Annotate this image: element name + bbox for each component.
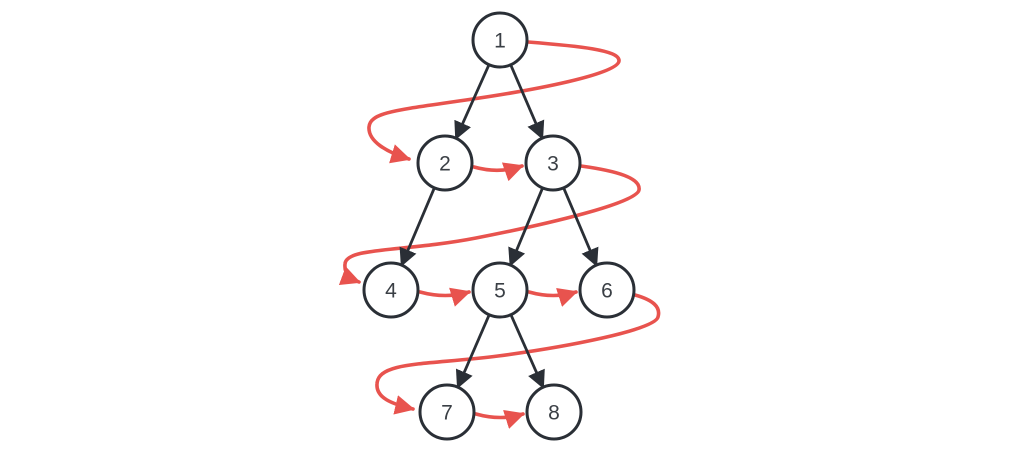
node-circle-6 [578, 261, 636, 319]
traversal-arrow-7-to-8 [474, 409, 525, 429]
tree-edge-3-to-5 [508, 187, 544, 267]
tree-node-6: 6 [578, 261, 636, 319]
node-label-6: 6 [601, 280, 613, 303]
tree-node-1: 1 [471, 11, 529, 69]
node-label-5: 5 [494, 280, 506, 303]
node-label-1: 1 [494, 30, 506, 53]
tree-edge-5-to-8 [509, 314, 545, 389]
traversal-arrow-6-to-7 [375, 293, 661, 415]
traversal-arrow-1-to-2 [367, 40, 621, 164]
node-label-8: 8 [548, 402, 560, 425]
node-circle-4 [362, 261, 420, 319]
tree-nodes: 1 2 3 4 5 6 7 [362, 11, 636, 441]
tree-edge-2-to-4 [399, 187, 436, 267]
traversal-arrow-4-to-5 [418, 287, 471, 307]
tree-node-2: 2 [416, 134, 474, 192]
node-circle-1 [471, 11, 529, 69]
node-circle-3 [524, 134, 582, 192]
traversal-path [338, 40, 661, 429]
tree-node-4: 4 [362, 261, 420, 319]
node-circle-5 [471, 261, 529, 319]
traversal-arrow-5-to-6 [527, 287, 578, 307]
tree-node-3: 3 [524, 134, 582, 192]
tree-edge-1-to-2 [454, 64, 491, 141]
node-circle-8 [525, 383, 583, 441]
tree-node-8: 8 [525, 383, 583, 441]
tree-edges [399, 64, 599, 389]
node-circle-2 [416, 134, 474, 192]
traversal-arrow-3-to-4 [338, 164, 641, 286]
tree-edge-1-to-3 [509, 64, 545, 140]
tree-node-5: 5 [471, 261, 529, 319]
traversal-arrow-2-to-3 [472, 162, 524, 182]
node-label-7: 7 [441, 402, 453, 425]
node-circle-7 [418, 383, 476, 441]
node-label-2: 2 [439, 153, 451, 176]
tree-edge-3-to-6 [562, 187, 599, 267]
tree-edge-5-to-7 [455, 314, 491, 389]
node-label-4: 4 [385, 280, 397, 303]
node-label-3: 3 [547, 153, 559, 176]
tree-node-7: 7 [418, 383, 476, 441]
